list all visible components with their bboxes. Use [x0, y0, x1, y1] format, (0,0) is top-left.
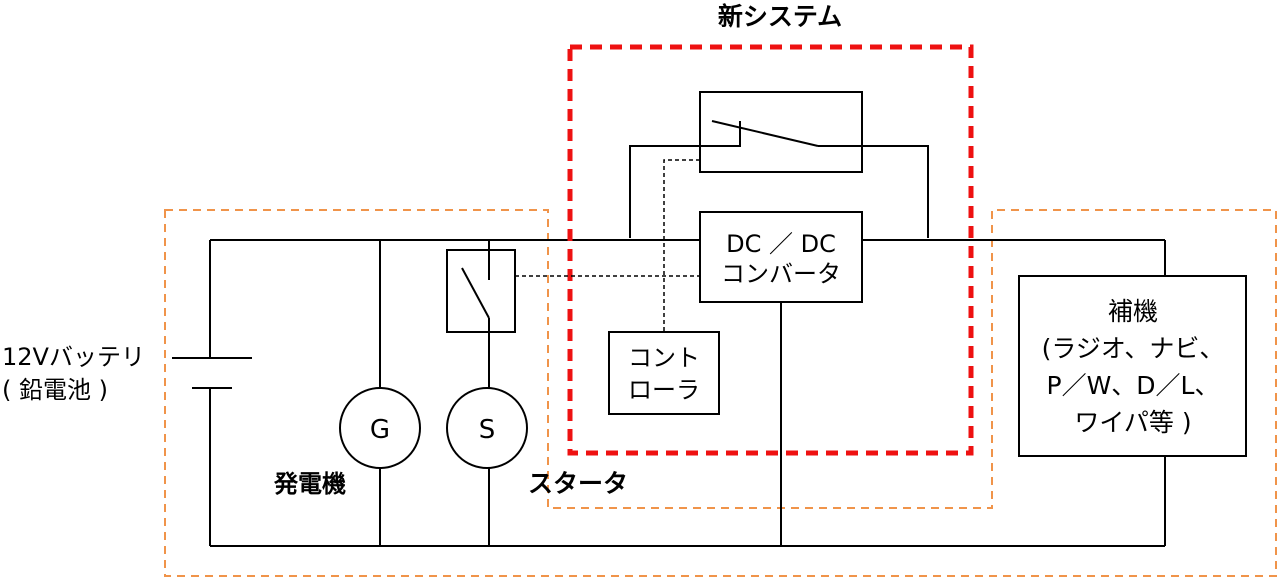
- control-signal-lines: [515, 159, 700, 332]
- starter-letter: S: [479, 415, 496, 445]
- generator-letter: G: [370, 415, 390, 445]
- accessories-label-line4: ワイパ等 ): [1074, 408, 1191, 437]
- dcdc-converter: [699, 211, 863, 303]
- controller: [608, 331, 720, 415]
- starter-symbol: [446, 387, 528, 469]
- battery-label: 12Vバッテリ: [2, 343, 145, 371]
- starter-label: スタータ: [528, 469, 628, 498]
- bypass-switch: [699, 91, 863, 173]
- battery-symbol: [172, 357, 252, 389]
- new-system-title: 新システム: [718, 2, 842, 31]
- controller-label-line2: ローラ: [628, 376, 700, 404]
- accessories-label-line2: (ラジオ、ナビ、: [1042, 334, 1225, 363]
- converter-label-line2: コンバータ: [721, 260, 841, 288]
- battery-sublabel: ( 鉛電池 ): [2, 376, 108, 404]
- starter-relay: [446, 249, 516, 333]
- existing-system-left-boundary: [164, 209, 1277, 577]
- controller-label-line1: コント: [628, 344, 700, 372]
- generator-label: 発電機: [273, 470, 346, 498]
- wiring: [209, 145, 1166, 547]
- new-system-boundary: [567, 44, 974, 456]
- accessories-box: [1018, 275, 1247, 457]
- accessories-label-line1: 補機: [1108, 297, 1158, 326]
- generator-symbol: [339, 387, 421, 469]
- accessories-label-line3: P／W、D／L、: [1047, 371, 1220, 400]
- converter-label-line1: DC ／ DC: [726, 230, 836, 258]
